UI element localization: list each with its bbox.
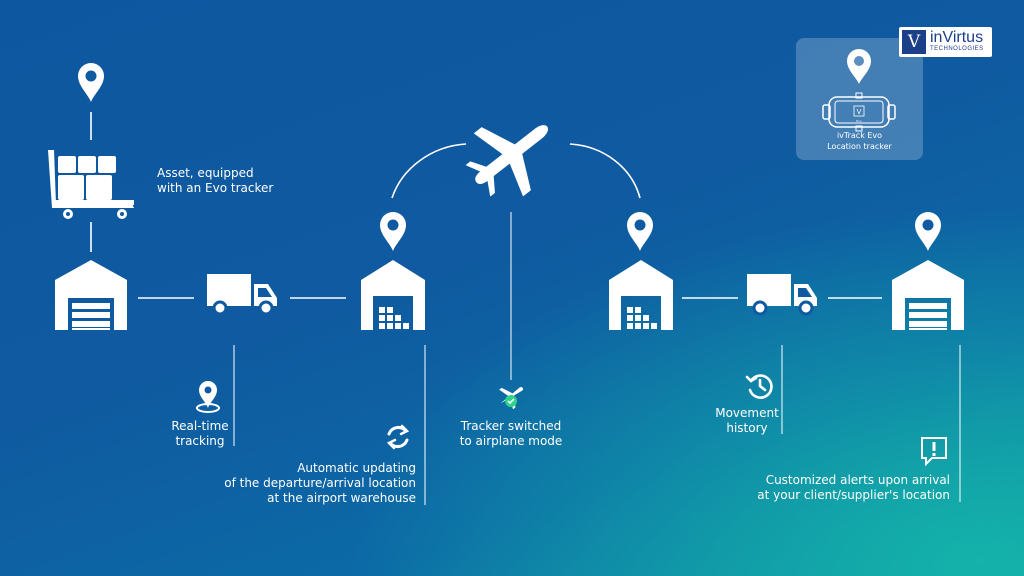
brand-name: inVirtus bbox=[930, 29, 984, 46]
location-pin-icon bbox=[627, 212, 653, 251]
warehouse-icon bbox=[55, 260, 127, 330]
truck-icon bbox=[205, 272, 279, 316]
location-pin-icon bbox=[915, 212, 941, 251]
brand-logo-mark: V bbox=[902, 30, 926, 54]
alert-message-icon bbox=[921, 437, 947, 467]
location-pin-icon bbox=[380, 212, 406, 251]
connector-lines bbox=[90, 112, 961, 505]
realtime-pin-icon bbox=[196, 381, 220, 413]
realtime-label: Real-time tracking bbox=[171, 419, 229, 448]
refresh-icon bbox=[386, 424, 410, 450]
flight-arc-left bbox=[391, 143, 467, 199]
auto-update-label: Automatic updating of the departure/arri… bbox=[224, 461, 416, 505]
evo-tracker-device-icon bbox=[822, 92, 896, 132]
asset-trolley-icon bbox=[48, 150, 134, 219]
history-icon bbox=[745, 374, 773, 399]
tracker-card-subtitle: Location tracker bbox=[827, 142, 892, 151]
airport-warehouse-icon bbox=[361, 260, 425, 330]
flight-arc-right bbox=[569, 143, 641, 199]
device-model-label: Evo bbox=[856, 119, 862, 123]
airplane-mode-label: Tracker switched to airplane mode bbox=[459, 419, 563, 448]
tracker-device-graphic bbox=[822, 49, 896, 132]
location-pin-icon bbox=[847, 49, 871, 84]
brand-logo: V inVirtus TECHNOLOGIES bbox=[899, 27, 992, 57]
tracker-card-title: ivTrack Evo bbox=[836, 131, 883, 140]
device-logo-label: V bbox=[856, 108, 862, 116]
airplane-icon bbox=[465, 125, 549, 197]
truck-icon bbox=[745, 272, 819, 316]
location-pin-icon bbox=[78, 63, 104, 102]
airplane-mode-check-icon bbox=[499, 387, 524, 410]
asset-label: Asset, equipped with an Evo tracker bbox=[157, 166, 274, 195]
warehouse-icon bbox=[892, 260, 964, 330]
alerts-label: Customized alerts upon arrival at your c… bbox=[757, 473, 950, 502]
tracker-device-card: V Evo ivTrack Evo Location tracker bbox=[796, 38, 923, 160]
brand-tagline: TECHNOLOGIES bbox=[930, 46, 984, 52]
airport-warehouse-icon bbox=[609, 260, 673, 330]
movement-history-label: Movement history bbox=[715, 406, 779, 435]
